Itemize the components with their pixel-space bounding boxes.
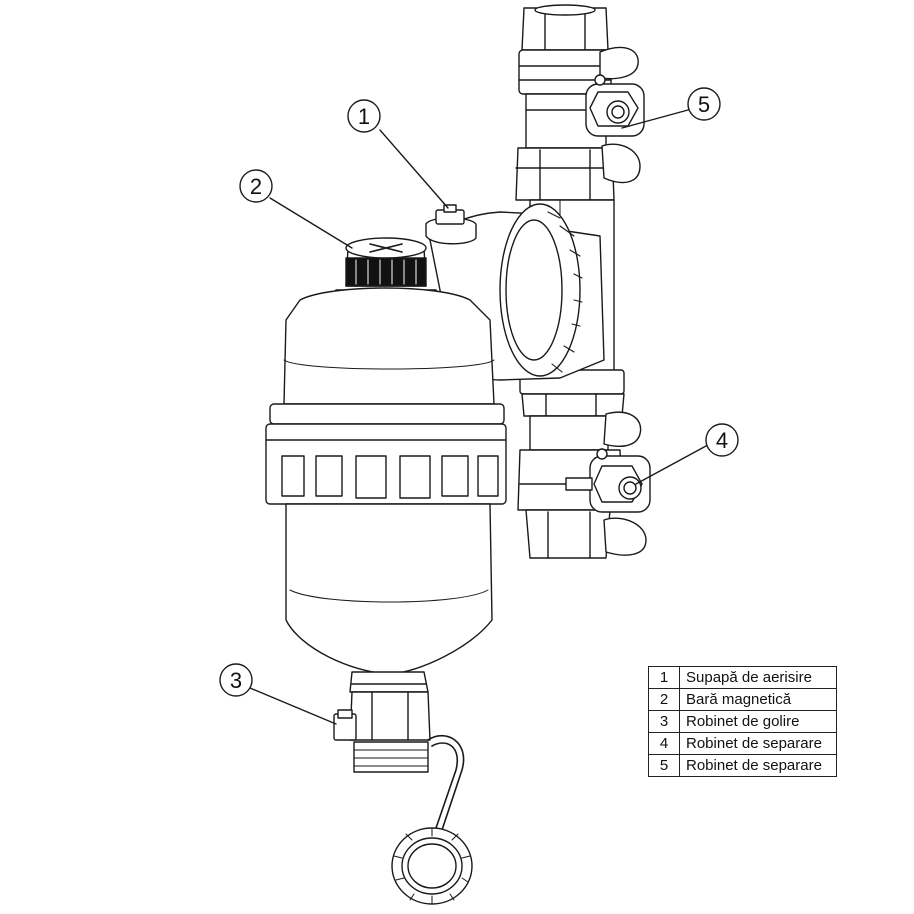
- legend-number: 2: [648, 688, 680, 711]
- legend-label: Supapă de aerisire: [679, 666, 837, 689]
- filter-body: [265, 237, 507, 693]
- legend-number: 4: [648, 732, 680, 755]
- callout-2-number: 2: [250, 174, 262, 199]
- callout-4: 4: [635, 423, 739, 485]
- legend-number: 3: [648, 710, 680, 733]
- callout-3-number: 3: [230, 668, 242, 693]
- legend-row: 2 Bară magnetică: [648, 688, 837, 711]
- callout-4-circle: [705, 423, 739, 457]
- legend-row: 4 Robinet de separare: [648, 732, 837, 755]
- callout-1-circle: [347, 99, 381, 133]
- callout-2-circle: [239, 169, 273, 203]
- callout-4-number: 4: [716, 428, 728, 453]
- legend-row: 5 Robinet de separare: [648, 754, 837, 777]
- valve-4-butterfly-handle: [565, 411, 651, 556]
- callout-3: 3: [219, 663, 337, 725]
- callout-5-circle: [687, 87, 721, 121]
- legend-label: Robinet de separare: [679, 732, 837, 755]
- valve-5-butterfly-handle: [585, 46, 645, 184]
- legend-label: Robinet de golire: [679, 710, 837, 733]
- legend-number: 5: [648, 754, 680, 777]
- callout-5: 5: [621, 87, 721, 129]
- legend-label: Bară magnetică: [679, 688, 837, 711]
- air-vent: [425, 204, 477, 245]
- legend-row: 3 Robinet de golire: [648, 710, 837, 733]
- callout-2: 2: [239, 169, 353, 249]
- legend-label: Robinet de separare: [679, 754, 837, 777]
- legend-row: 1 Supapă de aerisire: [648, 666, 837, 689]
- drain-valve: [333, 691, 473, 905]
- parts-legend: 1 Supapă de aerisire 2 Bară magnetică 3 …: [648, 666, 837, 777]
- callout-5-number: 5: [698, 92, 710, 117]
- legend-number: 1: [648, 666, 680, 689]
- callout-1: 1: [347, 99, 449, 209]
- callout-3-circle: [219, 663, 253, 697]
- callout-1-number: 1: [358, 104, 370, 129]
